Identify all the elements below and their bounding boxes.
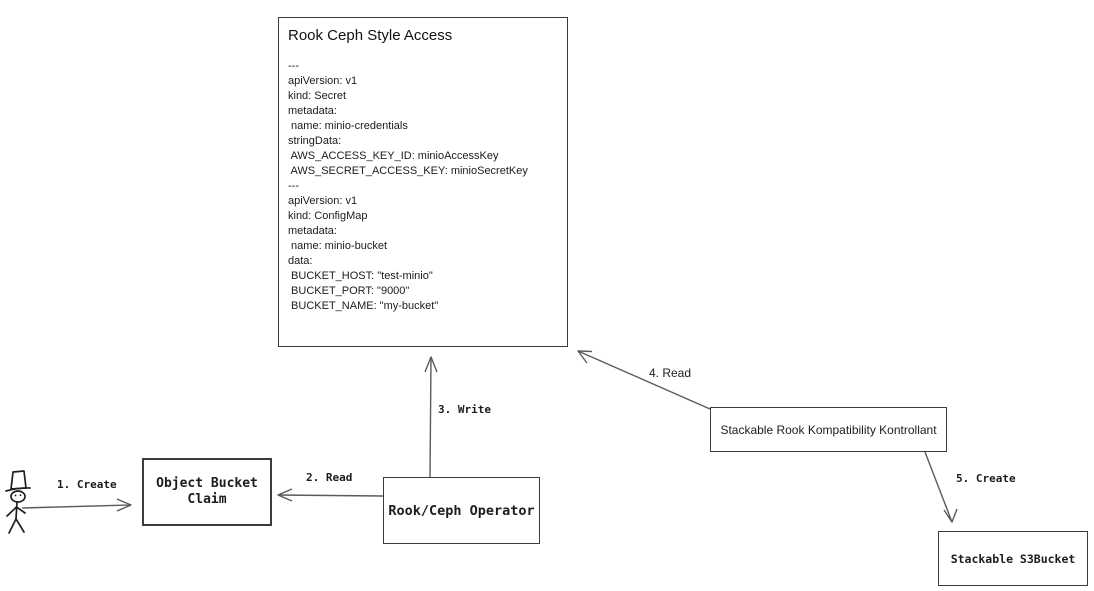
arrow-2-read [277,488,384,502]
spec-box-title: Rook Ceph Style Access [288,27,453,44]
edge-label-4-read: 4. Read [649,366,692,380]
arrow-3-write [424,356,438,478]
node-object-bucket-claim: Object Bucket Claim [142,458,272,526]
spec-box-yaml: --- apiVersion: v1 kind: Secret metadata… [288,60,528,312]
edge-label-1-create: 1. Create [57,478,117,491]
arrow-4-read [577,350,711,410]
edge-label-5-create: 5. Create [956,472,1016,485]
arrow-1-create [21,498,132,512]
arrow-5-create [924,451,958,523]
node-object-bucket-claim-label: Object Bucket Claim [156,476,258,507]
node-kontrollant-label: Stackable Rook Kompatibility Kontrollant [720,422,937,437]
node-stackable-rook-kompatibility-kontrollant: Stackable Rook Kompatibility Kontrollant [710,407,947,452]
node-stackable-s3bucket: Stackable S3Bucket [938,531,1088,586]
node-rook-ceph-operator: Rook/Ceph Operator [383,477,540,544]
node-rook-ceph-operator-label: Rook/Ceph Operator [388,502,535,519]
user-stick-figure-icon [5,470,31,534]
edge-label-3-write: 3. Write [438,403,491,416]
node-s3bucket-label: Stackable S3Bucket [950,551,1076,566]
node-rook-ceph-style-access: Rook Ceph Style Access --- apiVersion: v… [278,17,568,347]
edge-label-2-read: 2. Read [306,471,353,484]
